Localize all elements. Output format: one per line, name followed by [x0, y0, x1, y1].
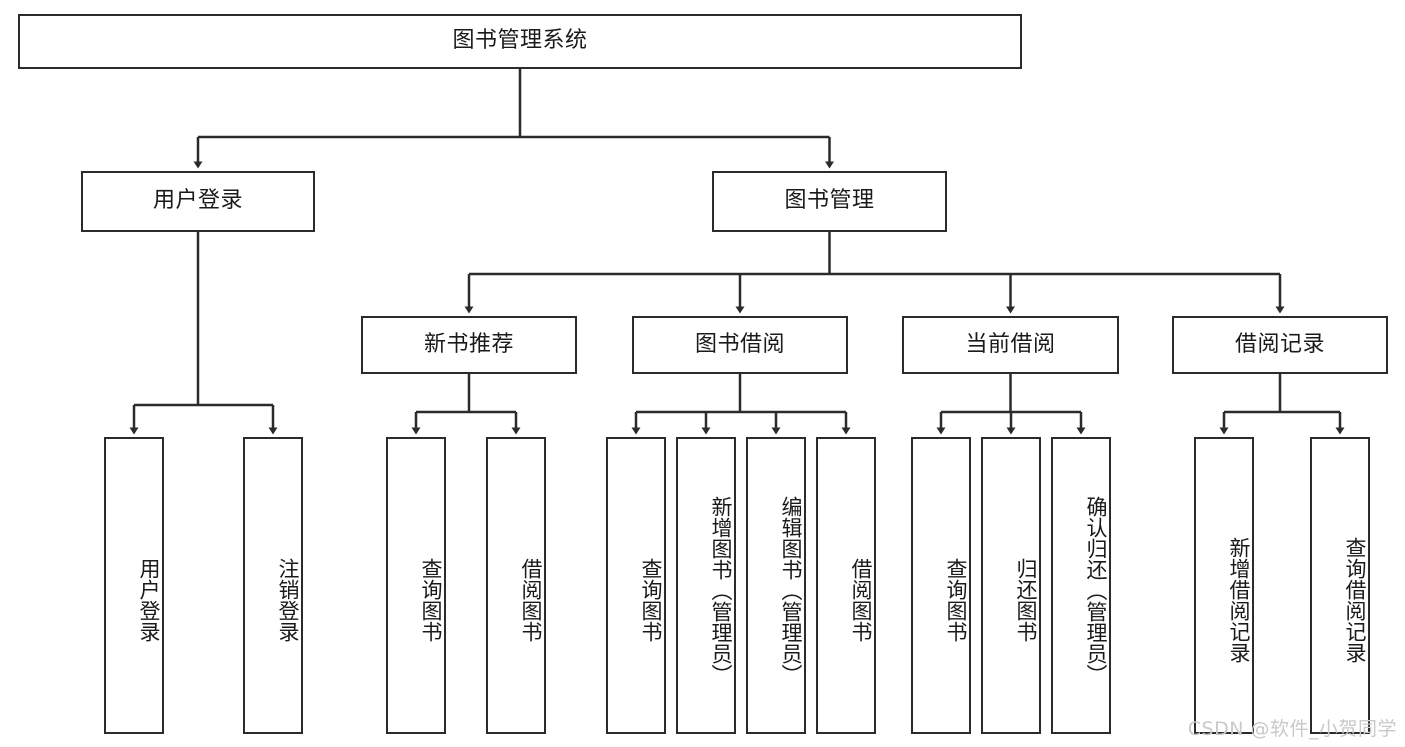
node-book-management[interactable]: 图书管理 [712, 171, 947, 232]
node-borrow-record[interactable]: 借阅记录 [1172, 316, 1388, 374]
node-current-borrow[interactable]: 当前借阅 [902, 316, 1119, 374]
node-label: 当前借阅 [965, 331, 1056, 357]
node-label: 图书管理系统 [452, 28, 588, 54]
node-new-book-recommend[interactable]: 新书推荐 [361, 316, 577, 374]
node-label: 归还图书 [1014, 557, 1038, 642]
node-leaf-query-book-borrow[interactable]: 查询图书 [606, 437, 666, 734]
node-root[interactable]: 图书管理系统 [18, 14, 1022, 69]
node-leaf-add-borrow-record[interactable]: 新增借阅记录 [1194, 437, 1254, 734]
node-label: 新增图书（管理员） [709, 496, 733, 685]
node-label: 注销登录 [276, 557, 300, 642]
node-leaf-return-book[interactable]: 归还图书 [981, 437, 1041, 734]
node-label: 查询图书 [419, 557, 443, 642]
node-label: 用户登录 [137, 557, 161, 642]
node-leaf-user-login[interactable]: 用户登录 [104, 437, 164, 734]
node-leaf-add-book[interactable]: 新增图书（管理员） [676, 437, 736, 734]
node-leaf-borrow-book-recommend[interactable]: 借阅图书 [486, 437, 546, 734]
node-label: 借阅图书 [519, 557, 543, 642]
node-leaf-query-borrow-record[interactable]: 查询借阅记录 [1310, 437, 1370, 734]
node-leaf-query-book-current[interactable]: 查询图书 [911, 437, 971, 734]
node-label: 查询图书 [944, 557, 968, 642]
node-leaf-edit-book[interactable]: 编辑图书（管理员） [746, 437, 806, 734]
node-label: 查询借阅记录 [1343, 536, 1367, 663]
node-leaf-confirm-return[interactable]: 确认归还（管理员） [1051, 437, 1111, 734]
node-label: 编辑图书（管理员） [779, 496, 803, 685]
node-user-login[interactable]: 用户登录 [81, 171, 315, 232]
node-leaf-logout[interactable]: 注销登录 [243, 437, 303, 734]
node-label: 新增借阅记录 [1227, 536, 1251, 663]
node-label: 图书管理 [784, 188, 875, 214]
node-label: 借阅记录 [1234, 331, 1325, 357]
node-label: 图书借阅 [694, 331, 785, 357]
node-label: 新书推荐 [423, 331, 514, 357]
node-leaf-borrow-book[interactable]: 借阅图书 [816, 437, 876, 734]
csdn-watermark: CSDN @软件_小贺同学 [1187, 718, 1397, 740]
node-label: 确认归还（管理员） [1084, 496, 1108, 685]
node-label: 查询图书 [639, 557, 663, 642]
node-book-borrow[interactable]: 图书借阅 [632, 316, 848, 374]
node-label: 借阅图书 [849, 557, 873, 642]
node-leaf-query-book-recommend[interactable]: 查询图书 [386, 437, 446, 734]
node-label: 用户登录 [152, 188, 243, 214]
